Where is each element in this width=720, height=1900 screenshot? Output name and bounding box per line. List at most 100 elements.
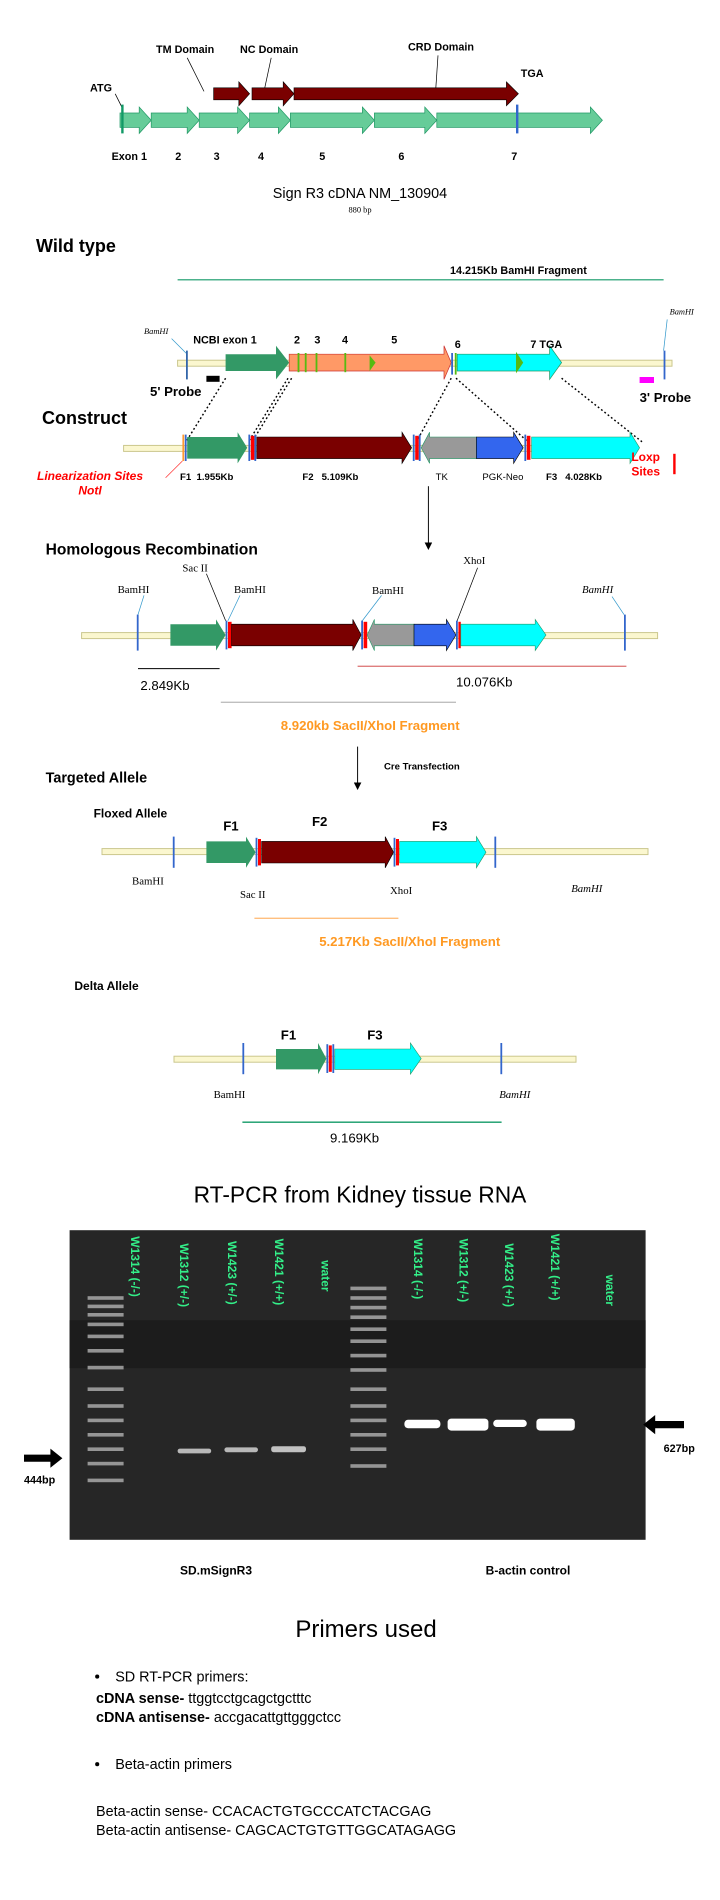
site-label: BamHI — [571, 883, 604, 895]
sacii-xhoi-fragment-label: 8.920kb SacII/XhoI Fragment — [281, 718, 460, 733]
site-label: BamHI — [234, 584, 266, 596]
site-label: BamHI — [499, 1089, 532, 1101]
noti-label: NotI — [78, 484, 102, 498]
site-label: XhoI — [463, 555, 486, 567]
f2-label: F2 5.109Kb — [302, 472, 358, 483]
gel-band — [536, 1418, 575, 1431]
f1-label: F1 — [223, 819, 238, 834]
gel-band — [404, 1419, 441, 1429]
site-label: BamHI — [214, 1089, 246, 1101]
targeted-allele-diagram: Targeted Allele Floxed Allele F1 F2 F3 B… — [46, 771, 649, 949]
rt-pcr-gel-section: RT-PCR from Kidney tissue RNA W1314 (-/-… — [24, 1182, 695, 1578]
lane-label: W1312 (+/-) — [457, 1239, 471, 1303]
f3-label: F3 — [367, 1027, 382, 1042]
wt-exon-label: 4 — [342, 334, 348, 346]
lane-label: W1312 (+/-) — [177, 1243, 191, 1307]
wt-exon-label: 3 — [314, 334, 320, 346]
delta-length-label: 9.169Kb — [330, 1131, 379, 1146]
primers-title: Primers used — [295, 1616, 436, 1643]
exon-arrows — [119, 106, 603, 135]
exon-label: 6 — [398, 151, 404, 163]
wt-fragment-label: 14.215Kb BamHI Fragment — [450, 265, 587, 277]
delta-allele-diagram: Delta Allele F1 F3 BamHI BamHI 9.169Kb — [74, 979, 577, 1146]
cdna-title: Sign R3 cDNA NM_130904 — [273, 186, 447, 202]
primers-section: Primers used SD RT-PCR primers: cDNA sen… — [95, 1616, 456, 1839]
floxed-title: Floxed Allele — [94, 806, 168, 820]
homologous-recombination-diagram: Homologous Recombination BamHI Sac II Ba… — [46, 542, 659, 791]
site-label: XhoI — [390, 885, 413, 897]
exon-label: 2 — [175, 151, 181, 163]
bamhi-label: BamHI — [670, 308, 695, 317]
crd-domain-label: CRD Domain — [408, 42, 474, 54]
tm-domain-label: TM Domain — [156, 44, 214, 56]
f2-label: F2 — [312, 814, 327, 829]
lane-label: W1423 (+/-) — [225, 1241, 239, 1305]
f1-label: F1 — [281, 1027, 296, 1042]
loxp-sites-label: Sites — [631, 464, 660, 478]
arrow-right-icon — [24, 1448, 63, 1468]
cdna-antisense-label: cDNA antisense- — [96, 1710, 210, 1726]
pgk-neo-label: PGK-Neo — [482, 472, 523, 483]
wt-exon-label: 2 — [294, 334, 300, 346]
gel-band — [493, 1419, 527, 1427]
site-label: BamHI — [582, 584, 615, 596]
sd-bands — [177, 1446, 306, 1454]
sd-primers-heading: SD RT-PCR primers: — [115, 1669, 248, 1685]
cdna-sense-label: cDNA sense- — [96, 1691, 184, 1707]
gel-band — [271, 1446, 306, 1453]
wt-exon-label: 6 — [455, 339, 461, 351]
lane-label: W1423 (+/-) — [502, 1243, 516, 1307]
targeted-title: Targeted Allele — [46, 771, 148, 787]
homologous-title: Homologous Recombination — [46, 542, 258, 559]
wt-exon-label: 5 — [391, 334, 397, 346]
linearization-label: Linearization Sites — [37, 469, 143, 483]
probe-3 — [639, 377, 654, 383]
marker-627-label: 627bp — [664, 1443, 696, 1455]
tga-label: TGA — [521, 68, 544, 80]
tm-domain-arrow — [213, 81, 251, 107]
lane-label: W1421 (+/+) — [272, 1239, 286, 1306]
gel-band — [177, 1448, 212, 1454]
exon-label: 4 — [258, 151, 264, 163]
cdna-antisense-seq: accgacattgttgggctcc — [214, 1710, 341, 1726]
probe-5 — [206, 375, 220, 382]
actin-primers-heading: Beta-actin primers — [115, 1757, 232, 1773]
nc-domain-arrow — [251, 81, 295, 107]
wild-type-diagram: Wild type 14.215Kb BamHI Fragment BamHI … — [36, 236, 695, 443]
actin-sense-line: Beta-actin sense- CCACACTGTGCCCATCTACGAG — [96, 1804, 431, 1820]
site-label: BamHI — [372, 585, 404, 597]
probe3-label: 3' Probe — [640, 390, 692, 405]
crd-domain-arrow — [293, 81, 519, 107]
gel-band — [224, 1447, 258, 1453]
lane-label: water — [319, 1259, 333, 1292]
sd-gel-label: SD.mSignR3 — [180, 1564, 252, 1578]
lane-label: water — [603, 1274, 617, 1307]
ladder-left — [87, 1296, 124, 1483]
site-label: BamHI — [118, 584, 150, 596]
site-label: Sac II — [182, 562, 208, 574]
arrow-left-icon — [643, 1415, 684, 1435]
site-label: BamHI — [132, 876, 164, 888]
exon-label: 7 — [511, 151, 517, 163]
lane-label: W1421 (+/+) — [548, 1234, 562, 1301]
f1-label: F1 1.955Kb — [180, 472, 233, 483]
gel-image — [69, 1230, 646, 1540]
right-length-label: 10.076Kb — [456, 675, 512, 690]
cdna-diagram: TM Domain NC Domain CRD Domain ATG TGA E… — [90, 42, 603, 215]
atg-label: ATG — [90, 82, 112, 94]
actin-gel-label: B-actin control — [486, 1564, 571, 1578]
wild-type-title: Wild type — [36, 236, 116, 256]
f3-label: F3 4.028Kb — [546, 472, 602, 483]
wt-exon-label: 7 TGA — [530, 339, 562, 351]
nc-domain-label: NC Domain — [240, 44, 298, 56]
cdna-antisense-line: cDNA antisense- accgacattgttgggctcc — [96, 1710, 341, 1726]
lane-label: W1314 (-/-) — [411, 1239, 425, 1300]
floxed-fragment-label: 5.217Kb SacII/XhoI Fragment — [319, 934, 501, 949]
cre-label: Cre Transfection — [384, 761, 460, 772]
left-length-label: 2.849Kb — [140, 678, 189, 693]
construct-title: Construct — [42, 408, 127, 428]
exon-label: 5 — [319, 151, 325, 163]
actin-bands — [404, 1418, 575, 1431]
exon-label: 3 — [214, 151, 220, 163]
construct-diagram: Construct Linearization Sites NotI Loxp … — [37, 408, 676, 551]
